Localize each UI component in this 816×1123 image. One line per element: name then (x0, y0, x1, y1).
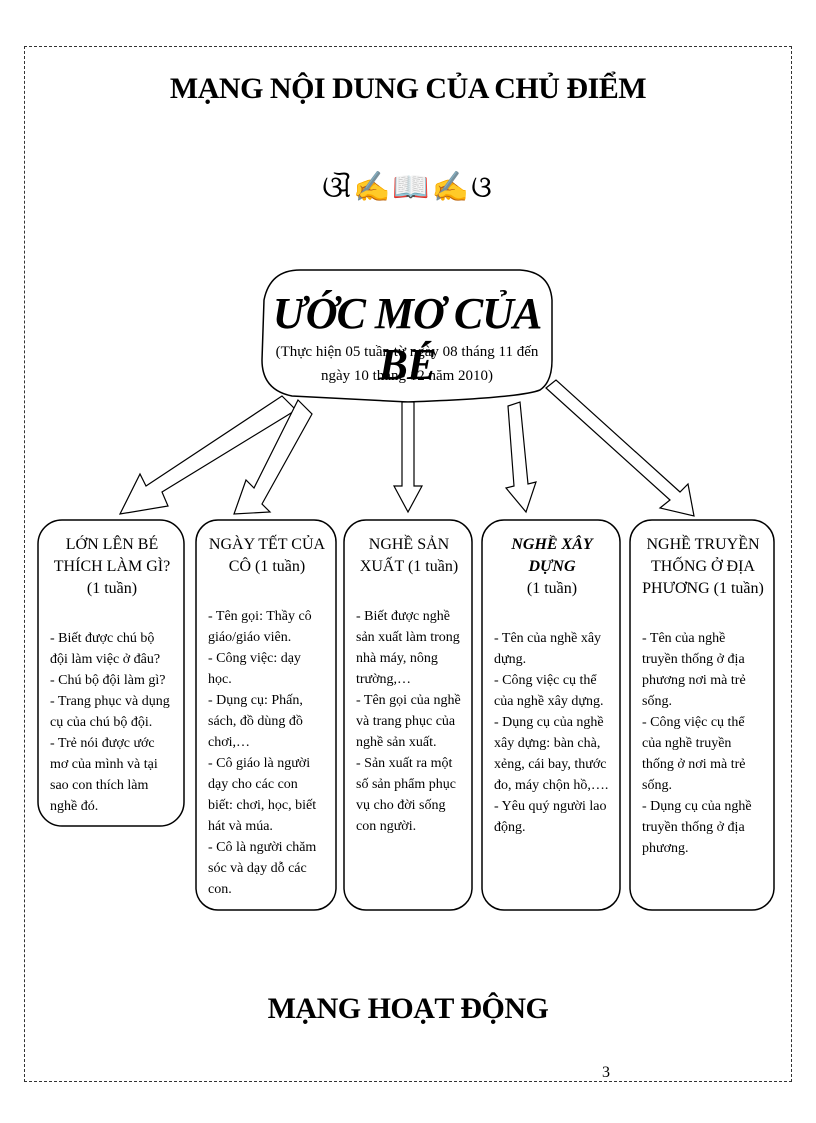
topic-subtitle-line-2: ngày 10 tháng 12 năm 2010) (320, 368, 494, 384)
topic-title: ƯỚC MƠ CỦA BÉ (272, 289, 543, 389)
subtopic-duration: (1 tuần) (526, 580, 578, 597)
subtopic-list: - Biết được chú bộ đội làm việc ở đâu? -… (50, 628, 174, 817)
box-frame-3 (343, 519, 473, 911)
list-item: - Công việc cụ thể của nghề truyền thống… (642, 715, 746, 793)
section-title: MẠNG HOẠT ĐỘNG (267, 992, 549, 1025)
page-border (24, 46, 792, 1082)
subtopic-list: - Biết được nghề sản xuất làm trong nhà … (356, 606, 462, 837)
topic-subtitle-line-1: (Thực hiện 05 tuần từ ngày 08 tháng 11 đ… (275, 344, 539, 360)
list-item: - Trang phục và dụng cụ của chú bộ đội. (50, 694, 170, 730)
subtopic-box-3: NGHỀ SẢN XUẤT (1 tuần) - Biết được nghề … (344, 520, 472, 908)
arrow-1 (118, 395, 297, 515)
list-item: - Biết được nghề sản xuất làm trong nhà … (356, 609, 460, 687)
subtopic-box-2: NGÀY TẾT CỦA CÔ (1 tuần) - Tên gọi: Thầy… (196, 520, 336, 908)
list-item: - Tên gọi: Thầy cô giáo/giáo viên. (208, 609, 312, 645)
page-number: 3 (602, 1064, 610, 1081)
box-frame-4 (481, 519, 621, 911)
arrow-5 (545, 379, 695, 517)
subtopic-box-1: LỚN LÊN BÉ THÍCH LÀM GÌ? (1 tuần) - Biết… (38, 520, 184, 826)
ornament-divider: ଔ✍📖✍ଓ (322, 171, 494, 204)
arrow-3 (392, 401, 424, 514)
center-bubble-shape (261, 269, 553, 403)
box-frame-1 (37, 519, 185, 827)
list-item: - Sản xuất ra một số sản phẩm phục vụ ch… (356, 756, 456, 834)
subtopic-title: NGHỀ XÂY DỰNG (511, 536, 593, 575)
list-item: - Biết được chú bộ đội làm việc ở đâu? (50, 631, 161, 667)
subtopic-title: NGHỀ TRUYỀN THỐNG Ở ĐỊA PHƯƠNG (1 tuần) (642, 536, 764, 597)
subtopic-title: NGHỀ SẢN XUẤT (1 tuần) (359, 536, 459, 575)
subtopic-list: - Tên của nghề xây dựng. - Công việc cụ … (494, 628, 610, 838)
topic-subtitle: (Thực hiện 05 tuần từ ngày 08 tháng 11 đ… (272, 340, 542, 388)
list-item: - Công việc cụ thể của nghề xây dựng. (494, 673, 604, 709)
list-item: - Cô giáo là người dạy cho các con biết:… (208, 756, 317, 834)
subtopic-box-4: NGHỀ XÂY DỰNG (1 tuần) - Tên của nghề xâ… (482, 520, 620, 908)
list-item: - Yêu quý người lao động. (494, 799, 607, 835)
box-frame-2 (195, 519, 337, 911)
subtopic-title: NGÀY TẾT CỦA CÔ (1 tuần) (208, 536, 326, 575)
subtopic-title: LỚN LÊN BÉ THÍCH LÀM GÌ? (1 tuần) (53, 536, 171, 597)
arrow-4 (504, 401, 537, 514)
list-item: - Trẻ nói được ước mơ của mình và tại sa… (50, 736, 158, 814)
arrow-2 (233, 398, 313, 515)
list-item: - Tên của nghề truyền thống ở địa phương… (642, 631, 746, 709)
list-item: - Dụng cụ của nghề truyền thống ở địa ph… (642, 799, 752, 856)
list-item: - Chú bộ đội làm gì? (50, 673, 166, 688)
list-item: - Công việc: dạy học. (208, 651, 301, 687)
subtopic-list: - Tên gọi: Thầy cô giáo/giáo viên. - Côn… (208, 606, 326, 900)
subtopic-box-5: NGHỀ TRUYỀN THỐNG Ở ĐỊA PHƯƠNG (1 tuần) … (630, 520, 774, 908)
list-item: - Cô là người chăm sóc và dạy dỗ các con… (208, 840, 317, 897)
box-frame-5 (629, 519, 775, 911)
list-item: - Dụng cụ: Phấn, sách, đồ dùng đồ chơi,… (208, 693, 303, 750)
list-item: - Tên của nghề xây dựng. (494, 631, 602, 667)
page-title: MẠNG NỘI DUNG CỦA CHỦ ĐIỂM (169, 72, 647, 105)
list-item: - Tên gọi của nghề và trang phục của ngh… (356, 693, 461, 750)
list-item: - Dụng cụ của nghề xây dựng: bàn chà, xẻ… (494, 715, 609, 793)
subtopic-list: - Tên của nghề truyền thống ở địa phương… (642, 628, 764, 859)
